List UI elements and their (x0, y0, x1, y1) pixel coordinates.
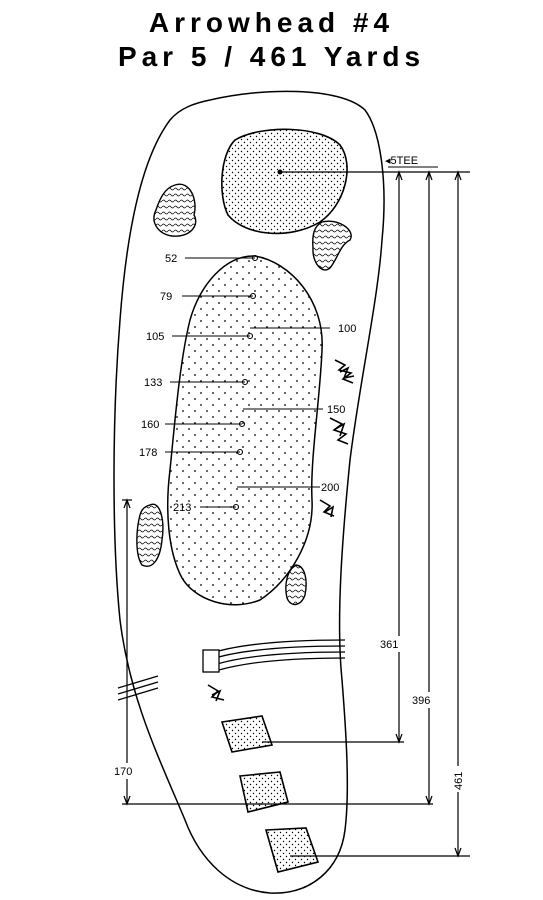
tee-box-3 (264, 827, 320, 873)
yardage-markers (165, 254, 330, 511)
yardage-105: 105 (146, 331, 164, 343)
cart-path (202, 639, 346, 673)
hole-title-block: Arrowhead #4 Par 5 / 461 Yards (0, 6, 543, 74)
yardage-79: 79 (160, 291, 172, 303)
label-bg-361 (378, 636, 404, 652)
yardage-213: 213 (173, 502, 191, 514)
label-bg-396 (408, 692, 438, 708)
tree-cluster-right (319, 359, 355, 518)
label-bg-461 (450, 766, 468, 792)
fairway (167, 255, 323, 606)
hole-subtitle: Par 5 / 461 Yards (117, 41, 426, 72)
tree-cluster-left (207, 684, 225, 702)
yardage-150: 150 (327, 404, 345, 416)
distance-461: 461 (453, 772, 465, 790)
distance-170: 170 (114, 766, 132, 778)
tee-box-1 (220, 715, 274, 753)
yardage-160: 160 (141, 419, 159, 431)
tee-box-2 (239, 771, 289, 813)
hole-boundary (113, 90, 385, 894)
yardage-200: 200 (321, 482, 339, 494)
distance-361: 361 (380, 639, 398, 651)
fairway-bunker-left (136, 503, 164, 567)
yardage-100: 100 (338, 323, 356, 335)
tee-marker-label: ◂5TEE (385, 155, 418, 167)
yardage-133: 133 (144, 377, 162, 389)
fairway-bunker-right (285, 564, 307, 606)
yardage-178: 178 (139, 447, 157, 459)
label-bg-170 (110, 763, 140, 779)
green (221, 128, 348, 235)
distance-396: 396 (412, 695, 430, 707)
yardage-52: 52 (165, 253, 177, 265)
creek-left (117, 675, 159, 701)
bunker-right (312, 220, 352, 271)
hole-title: Arrowhead #4 (148, 7, 395, 38)
bunker-left (153, 183, 197, 237)
